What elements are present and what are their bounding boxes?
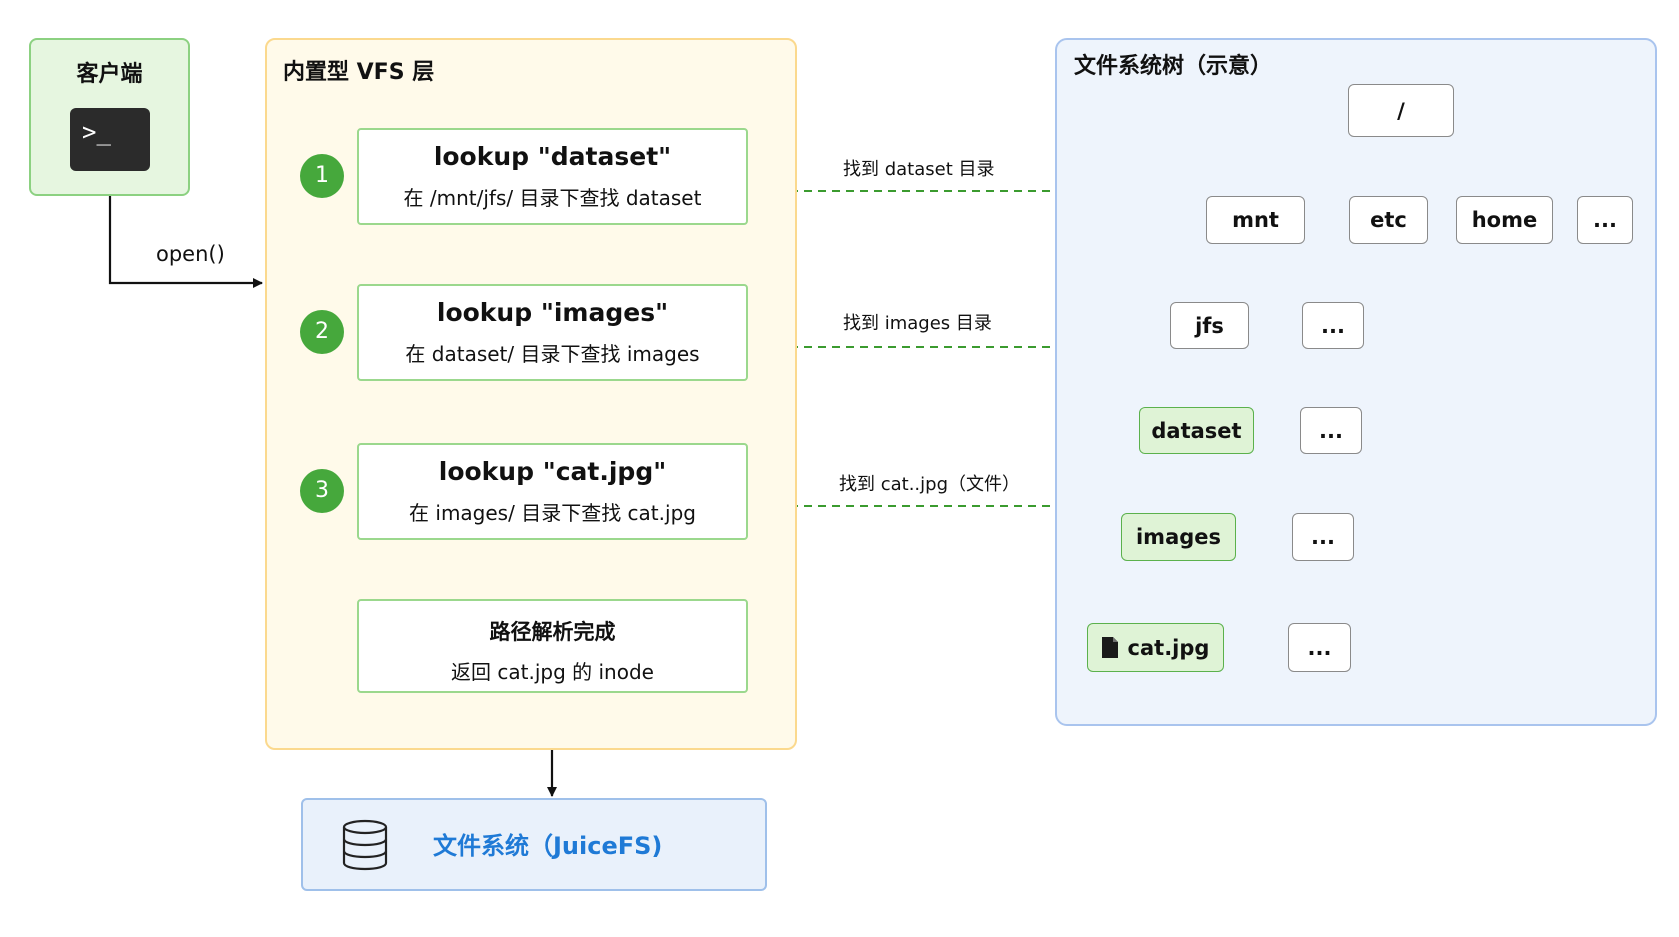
open-call-label: open() xyxy=(156,242,225,266)
tree-node-more: ... xyxy=(1292,513,1354,561)
found-images-label: 找到 images 目录 xyxy=(843,313,992,334)
resolve-complete-step: 路径解析完成 返回 cat.jpg 的 inode xyxy=(357,599,748,693)
step-desc: 在 /mnt/jfs/ 目录下查找 dataset xyxy=(403,186,702,210)
step-badge-1: 1 xyxy=(300,154,344,198)
step-badge-2: 2 xyxy=(300,310,344,354)
tree-node-more: ... xyxy=(1288,623,1351,672)
tree-title: 文件系统树（示意） xyxy=(1074,54,1273,79)
step-desc: 返回 cat.jpg 的 inode xyxy=(451,660,654,684)
lookup-step-2: lookup "images" 在 dataset/ 目录下查找 images xyxy=(357,284,748,381)
step-title: 路径解析完成 xyxy=(489,620,616,644)
file-icon xyxy=(1101,637,1118,658)
tree-node-images: images xyxy=(1121,513,1236,561)
step-title: lookup "images" xyxy=(436,298,669,327)
filesystem-title: 文件系统（JuiceFS) xyxy=(433,832,663,860)
tree-node-etc: etc xyxy=(1349,196,1428,244)
lookup-step-1: lookup "dataset" 在 /mnt/jfs/ 目录下查找 datas… xyxy=(357,128,748,225)
database-icon xyxy=(342,819,388,871)
tree-node-cat-jpg: cat.jpg xyxy=(1087,623,1224,672)
tree-node-dataset: dataset xyxy=(1139,407,1254,454)
step-badge-3: 3 xyxy=(300,469,344,513)
tree-node-more: ... xyxy=(1302,302,1364,349)
lookup-step-3: lookup "cat.jpg" 在 images/ 目录下查找 cat.jpg xyxy=(357,443,748,540)
tree-node-root: / xyxy=(1348,84,1454,137)
found-cat-label: 找到 cat..jpg（文件） xyxy=(839,474,1021,495)
tree-node-mnt: mnt xyxy=(1206,196,1305,244)
vfs-layer-title: 内置型 VFS 层 xyxy=(283,60,435,85)
filesystem-tree-panel xyxy=(1055,38,1657,726)
tree-node-more: ... xyxy=(1577,196,1633,244)
tree-node-home: home xyxy=(1456,196,1553,244)
open-arrow xyxy=(108,196,263,288)
step-title: lookup "dataset" xyxy=(433,142,672,171)
tree-node-label: cat.jpg xyxy=(1127,635,1210,660)
found-dataset-label: 找到 dataset 目录 xyxy=(843,159,995,180)
tree-node-jfs: jfs xyxy=(1170,302,1249,349)
client-title: 客户端 xyxy=(76,62,143,87)
step-desc: 在 images/ 目录下查找 cat.jpg xyxy=(409,501,696,525)
tree-node-more: ... xyxy=(1300,407,1362,454)
step-desc: 在 dataset/ 目录下查找 images xyxy=(405,342,700,366)
terminal-icon: >_ xyxy=(70,108,150,171)
step-title: lookup "cat.jpg" xyxy=(438,457,667,486)
